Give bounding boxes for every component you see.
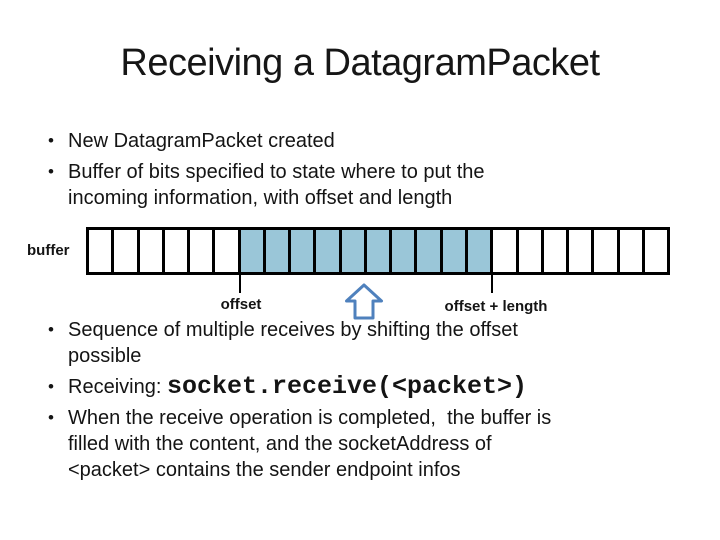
buffer-cell-filled	[442, 230, 465, 272]
buffer-cell	[139, 230, 162, 272]
slide-title: Receiving a DatagramPacket	[120, 42, 600, 84]
bullet-text: Buffer of bits specified to state where …	[68, 159, 688, 211]
buffer-cell-filled	[265, 230, 289, 272]
buffer-cell-filled	[417, 230, 440, 272]
buffer-cell	[164, 230, 188, 272]
bullet-item: • Receiving: socket.receive(<packet>)	[48, 374, 688, 400]
bullet-item: • When the receive operation is complete…	[48, 405, 688, 483]
bullet-line: Buffer of bits specified to state where …	[68, 161, 485, 183]
buffer-cell	[594, 230, 617, 272]
buffer-cell	[215, 230, 238, 272]
buffer-diagram	[86, 227, 670, 275]
bullet-text: When the receive operation is completed,…	[68, 405, 688, 483]
buffer-cell-filled	[366, 230, 390, 272]
bullet-icon: •	[48, 320, 54, 339]
bullet-line: Sequence of multiple receives by shiftin…	[68, 319, 518, 341]
buffer-cell-filled	[392, 230, 415, 272]
up-arrow-icon	[345, 283, 383, 320]
buffer-cell-filled	[291, 230, 314, 272]
bottom-bullet-list: • Sequence of multiple receives by shift…	[48, 317, 688, 488]
buffer-cell-filled	[467, 230, 491, 272]
bullet-line: incoming information, with offset and le…	[68, 187, 453, 209]
buffer-cell	[493, 230, 516, 272]
buffer-cell-filled	[316, 230, 339, 272]
bullet-item: • Sequence of multiple receives by shift…	[48, 317, 688, 369]
buffer-cell-filled	[341, 230, 364, 272]
bullet-icon: •	[48, 162, 54, 181]
receiving-prefix: Receiving:	[68, 376, 167, 398]
buffer-cell	[569, 230, 592, 272]
bullet-icon: •	[48, 408, 54, 427]
buffer-cell	[644, 230, 668, 272]
buffer-cell	[190, 230, 213, 272]
bullet-line: When the receive operation is completed,…	[68, 407, 552, 429]
bullet-item: • Buffer of bits specified to state wher…	[48, 159, 688, 211]
buffer-cell	[619, 230, 642, 272]
bullet-icon: •	[48, 131, 54, 150]
bullet-line: filled with the content, and the socketA…	[68, 433, 492, 455]
bullet-icon: •	[48, 377, 54, 396]
buffer-cell	[518, 230, 541, 272]
code-snippet: socket.receive(<packet>)	[166, 372, 527, 401]
bullet-line: possible	[68, 345, 142, 367]
bullet-text: New DatagramPacket created	[68, 128, 688, 154]
bullet-text: Sequence of multiple receives by shiftin…	[68, 317, 688, 369]
buffer-cell-filled	[240, 230, 263, 272]
buffer-cell	[114, 230, 137, 272]
offset-label: offset	[220, 296, 262, 313]
offset-plus-length-label: offset + length	[444, 298, 548, 315]
bullet-text: Receiving: socket.receive(<packet>)	[68, 374, 688, 400]
buffer-label: buffer	[27, 242, 70, 259]
bullet-item: • New DatagramPacket created	[48, 128, 688, 154]
buffer-cell	[89, 230, 112, 272]
offset-length-tick	[491, 275, 493, 293]
buffer-cell	[543, 230, 567, 272]
bullet-line: <packet> contains the sender endpoint in…	[68, 459, 461, 481]
bullet-line: New DatagramPacket created	[68, 130, 335, 152]
top-bullet-list: • New DatagramPacket created • Buffer of…	[48, 128, 688, 216]
offset-tick	[239, 275, 241, 293]
